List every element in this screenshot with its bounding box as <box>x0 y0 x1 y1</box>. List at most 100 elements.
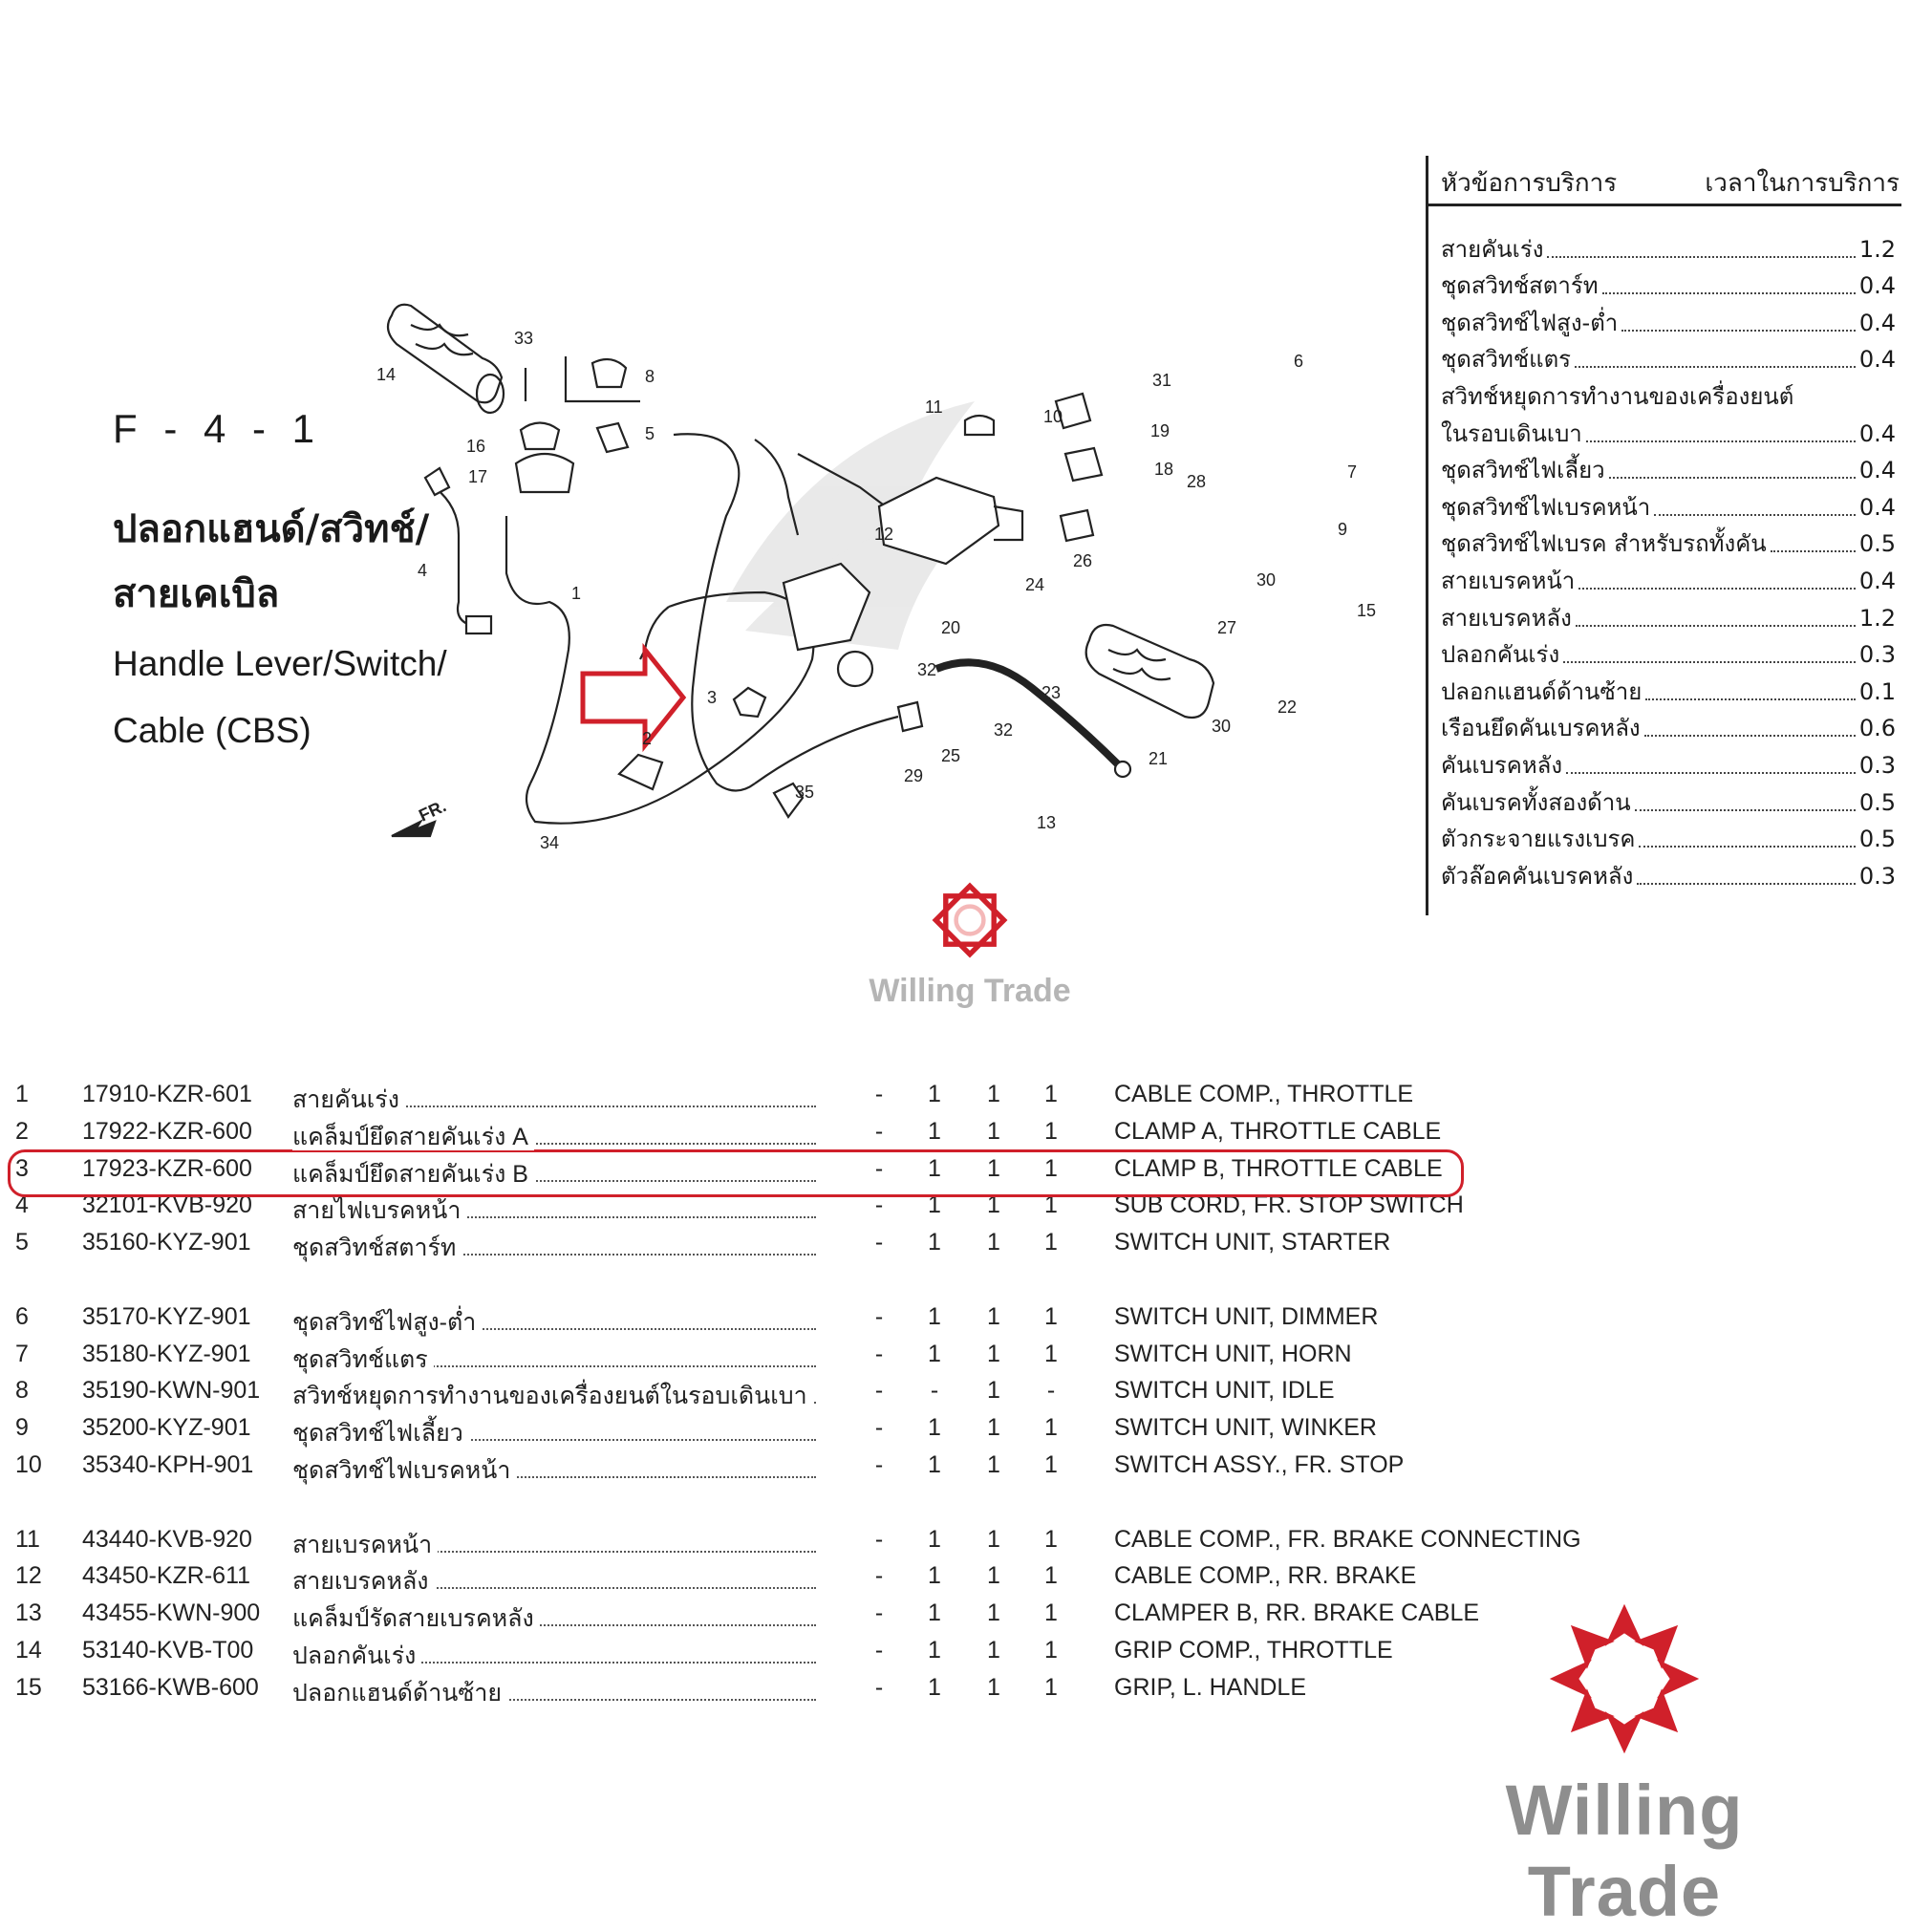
part-qty-1: - <box>874 1673 884 1701</box>
service-row-label: สายเบรคหน้า <box>1441 567 1576 594</box>
title-english: Handle Lever/Switch/ Cable (CBS) <box>113 631 457 764</box>
part-name-thai: ชุดสวิทช์ไฟเลี้ยว <box>292 1420 469 1448</box>
part-name-thai-cell: ปลอกคันเร่ง <box>292 1637 818 1675</box>
part-qty-4: - <box>1046 1377 1056 1405</box>
part-name-thai: สายคันเร่ง <box>292 1086 405 1113</box>
part-qty-4: 1 <box>1044 1081 1058 1107</box>
part-name-english: GRIP COMP., THROTTLE <box>1114 1637 1393 1664</box>
part-name-thai-cell: ชุดสวิทช์แตร <box>292 1341 818 1379</box>
part-qty-4: 1 <box>1044 1673 1058 1701</box>
part-leader-dots <box>292 1142 816 1145</box>
part-name-english: CLAMP B, THROTTLE CABLE <box>1114 1154 1443 1182</box>
part-name-english: SWITCH UNIT, WINKER <box>1114 1414 1377 1442</box>
service-row: ชุดสวิทช์สตาร์ท 0.4 <box>1441 268 1896 305</box>
service-header-item: หัวข้อการบริการ <box>1441 169 1618 198</box>
part-code: 43440-KVB-920 <box>82 1525 252 1553</box>
part-number: 10 <box>15 1451 42 1478</box>
part-number: 4 <box>15 1191 29 1219</box>
callout-35: 35 <box>795 783 814 802</box>
part-qty-1: - <box>874 1340 884 1367</box>
part-name-english: CLAMPER B, RR. BRAKE CABLE <box>1114 1599 1480 1627</box>
callout-19: 19 <box>1150 421 1170 440</box>
part-leader-dots <box>292 1106 816 1107</box>
part-qty-4: 1 <box>1044 1191 1058 1219</box>
callout-17: 17 <box>468 467 487 486</box>
part-qty-1: - <box>874 1562 884 1590</box>
service-header-time: เวลาในการบริการ <box>1705 169 1900 198</box>
service-row-value: 0.3 <box>1858 862 1896 890</box>
part-qty-1: - <box>874 1451 884 1478</box>
service-row-label: ตัวกระจายแรงเบรค <box>1441 826 1636 853</box>
part-code: 43455-KWN-900 <box>82 1599 261 1627</box>
callout-8: 8 <box>645 367 655 386</box>
watermark-large-text: Willing Trade <box>1505 1771 1744 1931</box>
part-name-thai-cell: สวิทช์หยุดการทำงานของเครื่องยนต์ในรอบเดิ… <box>292 1377 818 1415</box>
exploded-parts-diagram: 14 33 8 5 16 17 4 1 3 2 35 34 11 10 12 1… <box>376 303 1376 852</box>
part-name-english: SWITCH UNIT, STARTER <box>1114 1229 1391 1256</box>
part-leader-dots <box>292 1698 816 1701</box>
service-row-label: ชุดสวิทช์สตาร์ท <box>1441 272 1599 300</box>
part-qty-4: 1 <box>1044 1117 1058 1145</box>
callout-21: 21 <box>1149 749 1168 768</box>
part-name-thai: ชุดสวิทช์สตาร์ท <box>292 1234 462 1262</box>
part-code: 35170-KYZ-901 <box>82 1302 251 1330</box>
part-qty-1: - <box>874 1377 884 1405</box>
service-row-value: 0.4 <box>1858 272 1896 300</box>
part-leader-dots <box>292 1254 816 1256</box>
part-qty-2: 1 <box>928 1599 941 1627</box>
part-qty-4: 1 <box>1044 1562 1058 1590</box>
left-grip-part <box>386 303 505 415</box>
part-qty-1: - <box>874 1154 884 1182</box>
service-row-leader <box>1547 255 1856 258</box>
part-qty-2: 1 <box>928 1525 941 1553</box>
part-name-english: SWITCH ASSY., FR. STOP <box>1114 1451 1405 1478</box>
callout-27: 27 <box>1217 618 1236 637</box>
part-name-english: SWITCH UNIT, HORN <box>1114 1340 1352 1367</box>
part-name-thai-cell: แคล็มป์รัดสายเบรคหลัง <box>292 1599 818 1638</box>
part-qty-2: 1 <box>928 1229 941 1256</box>
service-row-leader <box>1639 846 1856 848</box>
service-row-label: ชุดสวิทช์ไฟเบรคหน้า <box>1441 493 1651 521</box>
callout-18: 18 <box>1154 460 1173 479</box>
part-code: 35340-KPH-901 <box>82 1451 254 1478</box>
callout-20: 20 <box>941 618 960 637</box>
service-row-value: 1.2 <box>1858 604 1896 632</box>
part-name-thai: ชุดสวิทช์แตร <box>292 1345 434 1373</box>
part-number: 11 <box>15 1525 40 1553</box>
part-qty-3: 1 <box>987 1154 1000 1182</box>
service-row-leader <box>1654 513 1856 516</box>
part-qty-3: 1 <box>987 1302 1000 1330</box>
service-row-label: คันเบรคทั้งสองด้าน <box>1441 788 1631 816</box>
callout-4: 4 <box>418 561 427 580</box>
part-leader-dots <box>292 1327 816 1330</box>
service-row-label: ในรอบเดินเบา <box>1441 419 1582 447</box>
part-qty-2: 1 <box>928 1414 941 1442</box>
part-code: 17910-KZR-601 <box>82 1081 252 1107</box>
service-row-value: 0.4 <box>1858 567 1896 594</box>
service-row-value: 0.3 <box>1858 751 1896 779</box>
part-qty-3: 1 <box>987 1599 1000 1627</box>
callout-9: 9 <box>1338 520 1347 539</box>
callout-13: 13 <box>1037 813 1056 832</box>
part-name-thai: สายไฟเบรคหน้า <box>292 1197 467 1225</box>
part-name-thai-cell: สายเบรคหลัง <box>292 1562 818 1600</box>
right-grip-part <box>1084 623 1215 719</box>
part-qty-4: 1 <box>1044 1302 1058 1330</box>
service-row-leader <box>1575 624 1856 627</box>
callout-12: 12 <box>874 525 893 544</box>
part-qty-3: 1 <box>987 1191 1000 1219</box>
part-name-thai: ชุดสวิทช์ไฟเบรคหน้า <box>292 1457 517 1484</box>
service-row-label: ชุดสวิทช์ไฟเบรค สำหรับรถทั้งคัน <box>1441 530 1767 558</box>
part-qty-3: 1 <box>987 1637 1000 1664</box>
part-code: 53140-KVB-T00 <box>82 1637 254 1664</box>
